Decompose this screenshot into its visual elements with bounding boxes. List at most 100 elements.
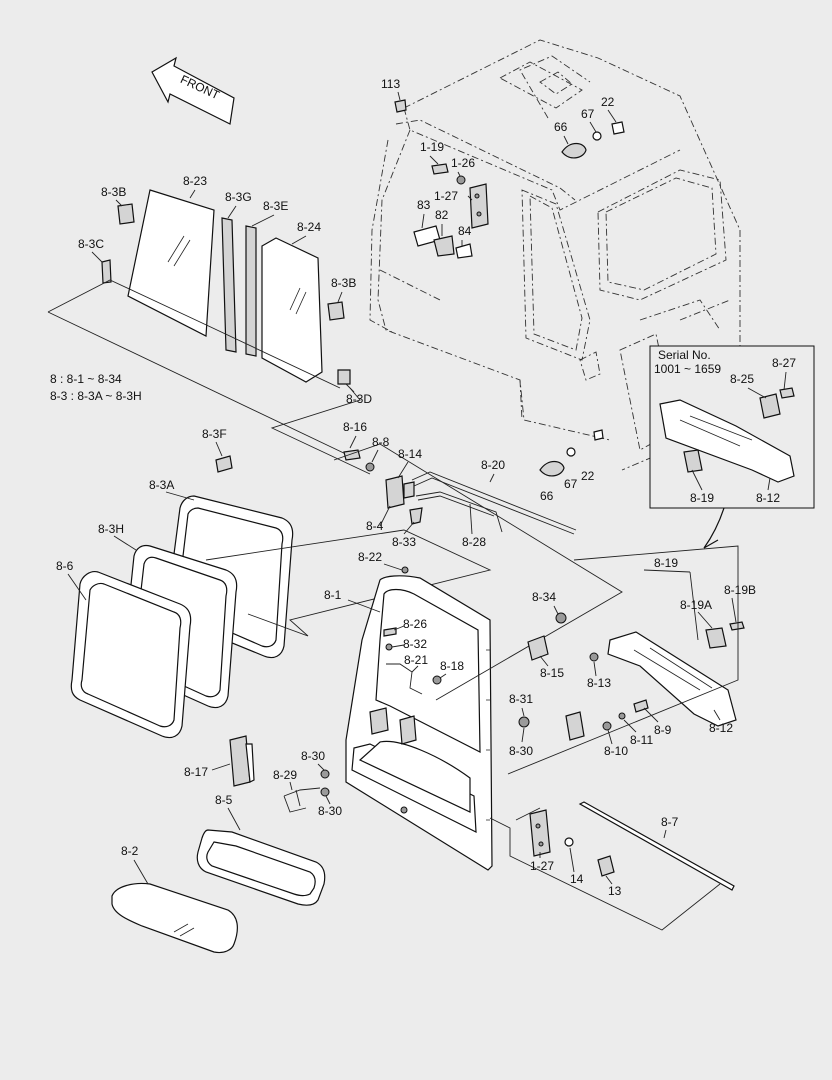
label-8-3H[interactable]: 8-3H — [98, 522, 124, 536]
label-8-32[interactable]: 8-32 — [403, 637, 427, 651]
part-8-10-washer[interactable] — [602, 721, 612, 731]
label-8-12[interactable]: 8-12 — [709, 721, 733, 735]
label-1-27-top[interactable]: 1-27 — [434, 189, 458, 203]
part-8-3B-stopper-mid[interactable] — [327, 301, 345, 321]
part-13-bolt[interactable] — [597, 855, 615, 877]
label-8-9[interactable]: 8-9 — [654, 723, 672, 737]
part-8-15-striker[interactable] — [527, 635, 549, 661]
label-8-24[interactable]: 8-24 — [297, 220, 321, 234]
label-8-10[interactable]: 8-10 — [604, 744, 628, 758]
label-8-14[interactable]: 8-14 — [398, 447, 422, 461]
label-1-27-bottom[interactable]: 1-27 — [530, 859, 554, 873]
label-8-3B-top[interactable]: 8-3B — [101, 185, 126, 199]
part-8-2-glass[interactable] — [111, 882, 238, 954]
part-8-5-seal[interactable] — [196, 829, 326, 906]
label-8-3F[interactable]: 8-3F — [202, 427, 227, 441]
part-8-8-washer[interactable] — [365, 462, 375, 472]
label-8-30-a[interactable]: 8-30 — [509, 744, 533, 758]
label-8-30-c[interactable]: 8-30 — [318, 804, 342, 818]
label-8-3G[interactable]: 8-3G — [225, 190, 252, 204]
label-8-23[interactable]: 8-23 — [183, 174, 207, 188]
label-8-3B-mid[interactable]: 8-3B — [331, 276, 356, 290]
part-8-1-door[interactable] — [345, 575, 493, 871]
label-8-29[interactable]: 8-29 — [273, 768, 297, 782]
part-8-3G-rubber[interactable] — [221, 217, 237, 353]
label-8-17[interactable]: 8-17 — [184, 765, 208, 779]
part-8-3C-stopper[interactable] — [101, 259, 112, 284]
label-8-8[interactable]: 8-8 — [372, 435, 390, 449]
part-8-32-washer[interactable] — [385, 643, 393, 651]
label-113[interactable]: 113 — [381, 77, 400, 91]
label-14[interactable]: 14 — [570, 872, 584, 886]
part-1-27-hinge-top[interactable] — [469, 183, 489, 229]
part-66-cover-bottom[interactable] — [539, 460, 565, 477]
part-8-30-nut-a[interactable] — [320, 769, 330, 779]
part-8-6-seal[interactable] — [70, 571, 192, 739]
label-8-1[interactable]: 8-1 — [324, 588, 342, 602]
inset-label-8-12[interactable]: 8-12 — [756, 491, 780, 505]
part-8-13-screw[interactable] — [589, 652, 599, 662]
label-22-bottom[interactable]: 22 — [581, 469, 595, 483]
label-8-3D[interactable]: 8-3D — [346, 392, 372, 406]
label-8-22[interactable]: 8-22 — [358, 550, 382, 564]
label-8-2[interactable]: 8-2 — [121, 844, 139, 858]
part-67-washer-top[interactable] — [592, 131, 602, 141]
label-8-34[interactable]: 8-34 — [532, 590, 556, 604]
label-8-26[interactable]: 8-26 — [403, 617, 427, 631]
label-8-4[interactable]: 8-4 — [366, 519, 384, 533]
label-83[interactable]: 83 — [417, 198, 431, 212]
part-8-26-pin[interactable] — [383, 627, 397, 637]
label-8-7[interactable]: 8-7 — [661, 815, 679, 829]
label-67-bottom[interactable]: 67 — [564, 477, 578, 491]
part-8-17-box[interactable] — [229, 735, 255, 787]
part-14-washer[interactable] — [564, 837, 574, 847]
label-84[interactable]: 84 — [458, 224, 472, 238]
part-84-bumper[interactable] — [455, 243, 473, 259]
inset-label-8-19[interactable]: 8-19 — [690, 491, 714, 505]
part-1-26-washer[interactable] — [456, 175, 466, 185]
label-8-18[interactable]: 8-18 — [440, 659, 464, 673]
part-8-19-handle-base[interactable] — [565, 711, 585, 741]
label-1-26[interactable]: 1-26 — [451, 156, 475, 170]
part-8-30-nut-b[interactable] — [320, 787, 330, 797]
label-8-13[interactable]: 8-13 — [587, 676, 611, 690]
part-67-washer-bottom[interactable] — [566, 447, 576, 457]
label-66-top[interactable]: 66 — [554, 120, 568, 134]
part-8-3E-rubber[interactable] — [245, 225, 257, 357]
part-113-plug[interactable] — [394, 99, 407, 113]
label-8-15[interactable]: 8-15 — [540, 666, 564, 680]
part-8-3D-stopper[interactable] — [337, 369, 351, 385]
part-8-12-grip[interactable] — [607, 631, 737, 727]
part-1-19-bolt[interactable] — [431, 163, 449, 175]
label-82[interactable]: 82 — [435, 208, 449, 222]
part-8-19B-screw[interactable] — [729, 621, 745, 631]
label-8-3E[interactable]: 8-3E — [263, 199, 288, 213]
part-8-31-nut[interactable] — [518, 716, 530, 728]
label-13[interactable]: 13 — [608, 884, 622, 898]
label-8-19B[interactable]: 8-19B — [724, 583, 756, 597]
part-8-20-rod[interactable] — [411, 471, 577, 535]
part-8-19A-plate[interactable] — [705, 627, 727, 649]
part-8-18-nut[interactable] — [432, 675, 442, 685]
label-8-11[interactable]: 8-11 — [630, 733, 653, 747]
label-22-top[interactable]: 22 — [601, 95, 615, 109]
part-8-23-glass[interactable] — [127, 189, 215, 337]
part-8-11-washer[interactable] — [618, 712, 626, 720]
label-8-3C[interactable]: 8-3C — [78, 237, 104, 251]
part-82-catch[interactable] — [433, 235, 455, 257]
part-8-7-rail[interactable] — [578, 801, 735, 891]
part-22-bolt-top[interactable] — [611, 121, 625, 135]
part-8-14-lock[interactable] — [385, 475, 415, 509]
part-8-33-handle[interactable] — [409, 507, 423, 525]
label-1-19[interactable]: 1-19 — [420, 140, 444, 154]
label-8-33[interactable]: 8-33 — [392, 535, 416, 549]
label-8-5[interactable]: 8-5 — [215, 793, 233, 807]
label-8-30-b[interactable]: 8-30 — [301, 749, 325, 763]
part-8-34-nut[interactable] — [555, 612, 567, 624]
part-22-bolt-bottom[interactable] — [593, 429, 604, 441]
label-8-3A[interactable]: 8-3A — [149, 478, 174, 492]
label-8-21[interactable]: 8-21 — [404, 653, 428, 667]
inset-label-8-25[interactable]: 8-25 — [730, 372, 754, 386]
label-67-top[interactable]: 67 — [581, 107, 595, 121]
part-8-3F-clip[interactable] — [215, 455, 233, 473]
